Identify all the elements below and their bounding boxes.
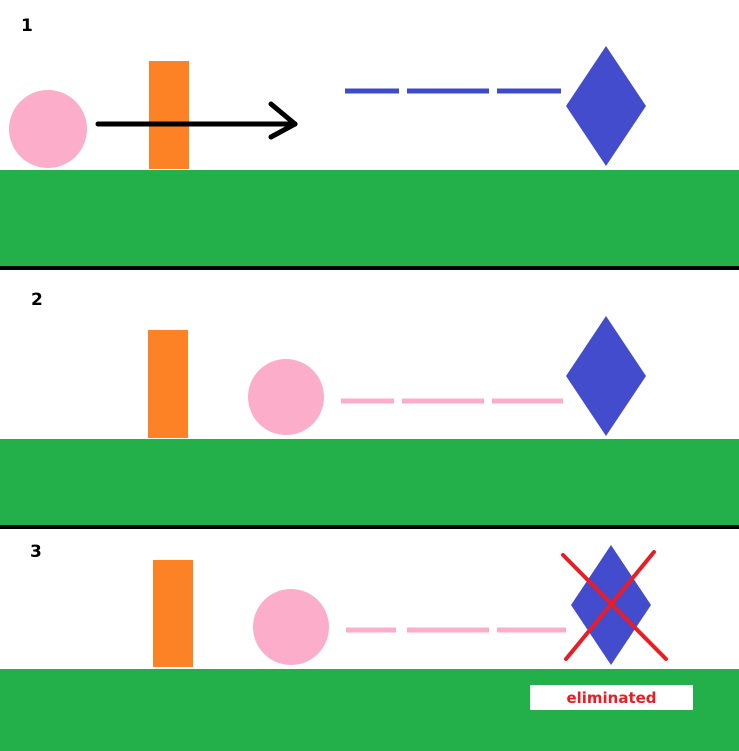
panel-number-3: 3 (30, 542, 42, 562)
ground-1 (0, 170, 739, 267)
panel-1: 1 (0, 16, 739, 267)
panel-number-1: 1 (21, 16, 33, 36)
status-badge: eliminated (530, 685, 693, 710)
player-circle-icon (9, 90, 87, 168)
panel-2: 2 (0, 290, 739, 525)
cover-block-icon (149, 61, 189, 169)
ground-2 (0, 439, 739, 525)
player-circle-icon (248, 359, 324, 435)
panel-3: 3 eliminated (0, 542, 739, 751)
enemy-diamond-icon (566, 316, 646, 436)
cover-block-icon (148, 330, 188, 438)
panel-number-2: 2 (31, 290, 43, 310)
status-label: eliminated (566, 689, 656, 707)
movement-arrow-icon (95, 101, 298, 140)
enemy-diamond-icon (566, 46, 646, 166)
eliminated-x-icon (561, 550, 668, 661)
cover-block-icon (153, 560, 193, 667)
player-circle-icon (253, 589, 329, 665)
